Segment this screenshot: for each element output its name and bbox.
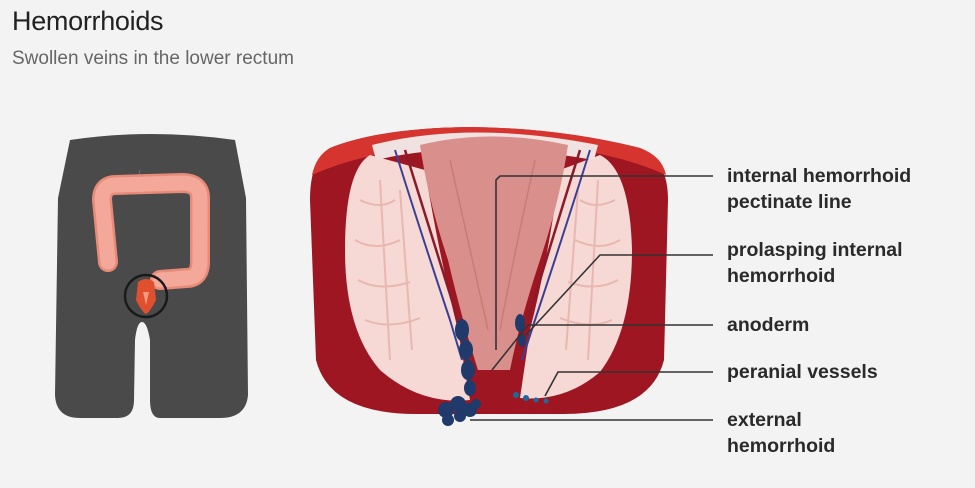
label-peranial-vessels: peranial vessels <box>727 361 878 383</box>
rectum-highlight-circle <box>123 273 169 319</box>
right-tissue-lobe <box>520 155 632 399</box>
page-subtitle: Swollen veins in the lower rectum <box>12 48 294 69</box>
peranial-vessel-dots <box>513 392 549 404</box>
label-internal-hemorrhoid: internal hemorrhoid pectinate line <box>727 165 912 213</box>
label-prolapsing-internal-hemorrhoid: prolasping internal hemorrhoid <box>727 239 903 287</box>
leader-prolapsing-hemorrhoid <box>525 254 713 336</box>
leader-peranial-vessels <box>544 371 713 397</box>
internal-hemorrhoid-cluster <box>455 319 476 396</box>
label-anoderm: anoderm <box>727 314 810 336</box>
leader-lines <box>470 175 713 421</box>
prolapsing-hemorrhoid-cluster <box>515 314 526 347</box>
leader-internal-hemorrhoid <box>495 175 713 350</box>
anal-canal <box>420 136 568 370</box>
torso-illustration <box>55 134 248 418</box>
label-external-hemorrhoid: external hemorrhoid <box>727 409 836 457</box>
page-title: Hemorrhoids <box>12 6 164 36</box>
external-hemorrhoid-cluster <box>438 396 481 426</box>
cross-section <box>310 127 668 426</box>
leader-anoderm <box>491 324 713 371</box>
